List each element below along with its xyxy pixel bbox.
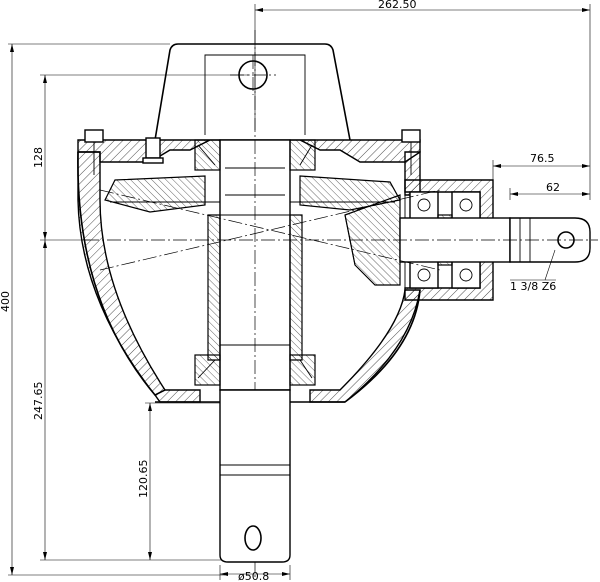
dimension-output-offset: 76.5 — [492, 152, 590, 185]
ring-bevel-gear — [104, 175, 401, 213]
dimension-shaft-length-label: 62 — [546, 181, 560, 194]
lower-shaft: ø50.8 — [219, 389, 291, 582]
upper-bearing — [194, 139, 316, 171]
dimension-shaft-extension: 120.65 — [137, 402, 230, 560]
dimension-input-height-label: 128 — [32, 147, 45, 168]
shaft-diameter-label: ø50.8 — [238, 570, 269, 582]
dimension-lower-height: 247.65 — [32, 240, 225, 561]
dimension-overall-height: 400 — [0, 43, 225, 576]
dimension-shaft-length: 62 — [509, 181, 590, 200]
dimension-overall-height-label: 400 — [0, 291, 12, 312]
dimension-lower-height-label: 247.65 — [32, 382, 45, 421]
output-shaft: 1 3/8 Z6 — [85, 189, 598, 293]
dimension-shaft-extension-label: 120.65 — [137, 460, 150, 499]
dimension-output-offset-label: 76.5 — [530, 152, 555, 165]
spline-label: 1 3/8 Z6 — [510, 280, 556, 293]
main-shaft — [207, 30, 303, 578]
dimension-overall-width-label: 262.50 — [378, 0, 417, 11]
housing — [77, 43, 494, 403]
lower-bearing — [194, 354, 316, 386]
